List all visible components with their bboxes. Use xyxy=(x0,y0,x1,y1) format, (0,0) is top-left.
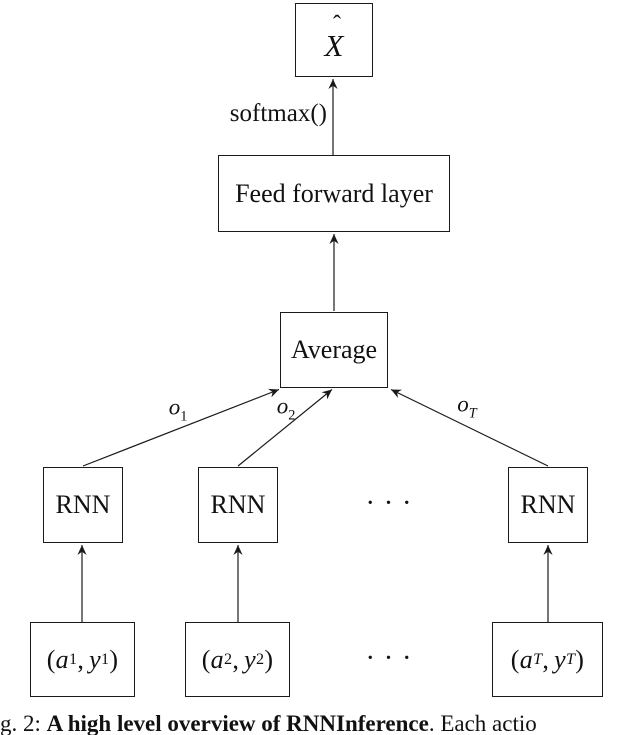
paren-close: ) xyxy=(575,644,585,674)
o2-base: o xyxy=(276,393,289,419)
paren-open: ( xyxy=(201,644,211,674)
paren-close: ) xyxy=(264,644,274,674)
hat-accent: ˆ xyxy=(333,11,341,38)
y-sub: 1 xyxy=(100,650,110,668)
oT-sub: T xyxy=(468,405,477,422)
y-var: y xyxy=(244,644,256,674)
edge-label-o2: o2 xyxy=(277,394,296,425)
a-sub: 1 xyxy=(68,650,78,668)
softmax-label: softmax() xyxy=(229,100,327,127)
o1-sub: 1 xyxy=(180,408,188,425)
y-var: y xyxy=(554,644,566,674)
a-sub: T xyxy=(533,650,543,668)
comma: , xyxy=(77,644,85,674)
arrow-rnnT-to-avg xyxy=(390,388,549,467)
output-box: ˆ X xyxy=(295,3,373,77)
oT-base: o xyxy=(457,391,469,417)
comma: , xyxy=(232,644,240,674)
feed-forward-layer-label: Feed forward layer xyxy=(235,178,433,208)
edge-label-o1: o1 xyxy=(169,395,188,426)
ellipsis-rnn-row: · · · xyxy=(366,490,414,515)
a-var: a xyxy=(210,644,224,674)
y-var: y xyxy=(89,644,101,674)
arrow-rnn2-to-avg xyxy=(237,389,333,467)
caption-prefix: g. 2: xyxy=(0,711,47,735)
x-variable: X xyxy=(324,27,344,63)
o2-sub: 2 xyxy=(288,407,296,424)
comma: , xyxy=(542,644,550,674)
rnn-label-T: RNN xyxy=(520,490,576,519)
o1-base: o xyxy=(168,394,181,420)
a-var: a xyxy=(519,644,534,674)
caption-suffix: . Each actio xyxy=(428,711,537,735)
figure-caption: g. 2: A high level overview of RNNInfere… xyxy=(0,711,640,735)
rnn-label-1: RNN xyxy=(55,490,111,519)
a-var: a xyxy=(55,644,69,674)
paren-open: ( xyxy=(46,644,56,674)
rnn-box-1: RNN xyxy=(43,467,123,543)
a-sub: 2 xyxy=(223,650,233,668)
edge-label-oT: oT xyxy=(457,392,476,423)
ellipsis-input-row: · · · xyxy=(366,645,414,670)
paren-open: ( xyxy=(510,644,520,674)
average-label: Average xyxy=(290,335,378,364)
y-sub: T xyxy=(565,650,576,668)
rnn-box-2: RNN xyxy=(198,467,278,543)
caption-bold-title: A high level overview of RNNInference xyxy=(46,711,429,735)
average-box: Average xyxy=(280,312,388,388)
rnn-label-2: RNN xyxy=(210,490,266,519)
paren-close: ) xyxy=(109,644,119,674)
rnn-box-T: RNN xyxy=(508,467,588,543)
arrow-rnn1-to-avg xyxy=(82,388,280,467)
y-sub: 2 xyxy=(255,650,265,668)
x-hat-symbol: ˆ X xyxy=(324,11,344,63)
feed-forward-layer-box: Feed forward layer xyxy=(218,155,450,232)
